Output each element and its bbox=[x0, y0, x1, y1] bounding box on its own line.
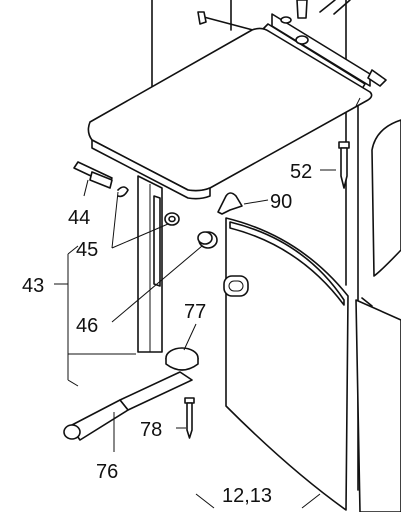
callout-45: 45 bbox=[76, 239, 98, 261]
callout-44: 44 bbox=[68, 207, 90, 229]
callout-12-13: 12,13 bbox=[222, 485, 272, 507]
support-post bbox=[137, 175, 163, 353]
washer-45 bbox=[164, 212, 180, 226]
side-panels bbox=[355, 119, 401, 512]
knob-46 bbox=[197, 231, 218, 249]
screw-52 bbox=[338, 141, 350, 189]
cap-77 bbox=[165, 347, 199, 371]
callout-76: 76 bbox=[96, 461, 118, 483]
callout-52: 52 bbox=[290, 161, 312, 183]
screw-78 bbox=[184, 397, 195, 439]
strap-76 bbox=[63, 371, 193, 441]
clip bbox=[117, 186, 129, 198]
leader-lines bbox=[54, 169, 336, 509]
callout-78: 78 bbox=[140, 419, 162, 441]
callout-46: 46 bbox=[76, 315, 98, 337]
pin-44 bbox=[73, 161, 113, 189]
callout-labels: 43 44 45 46 52 76 77 78 90 12,13 bbox=[22, 161, 312, 507]
callout-77: 77 bbox=[184, 301, 206, 323]
hook-90 bbox=[217, 192, 243, 215]
door-panel bbox=[223, 217, 349, 511]
callout-43: 43 bbox=[22, 275, 44, 297]
callout-90: 90 bbox=[270, 191, 292, 213]
table-top bbox=[87, 27, 373, 200]
